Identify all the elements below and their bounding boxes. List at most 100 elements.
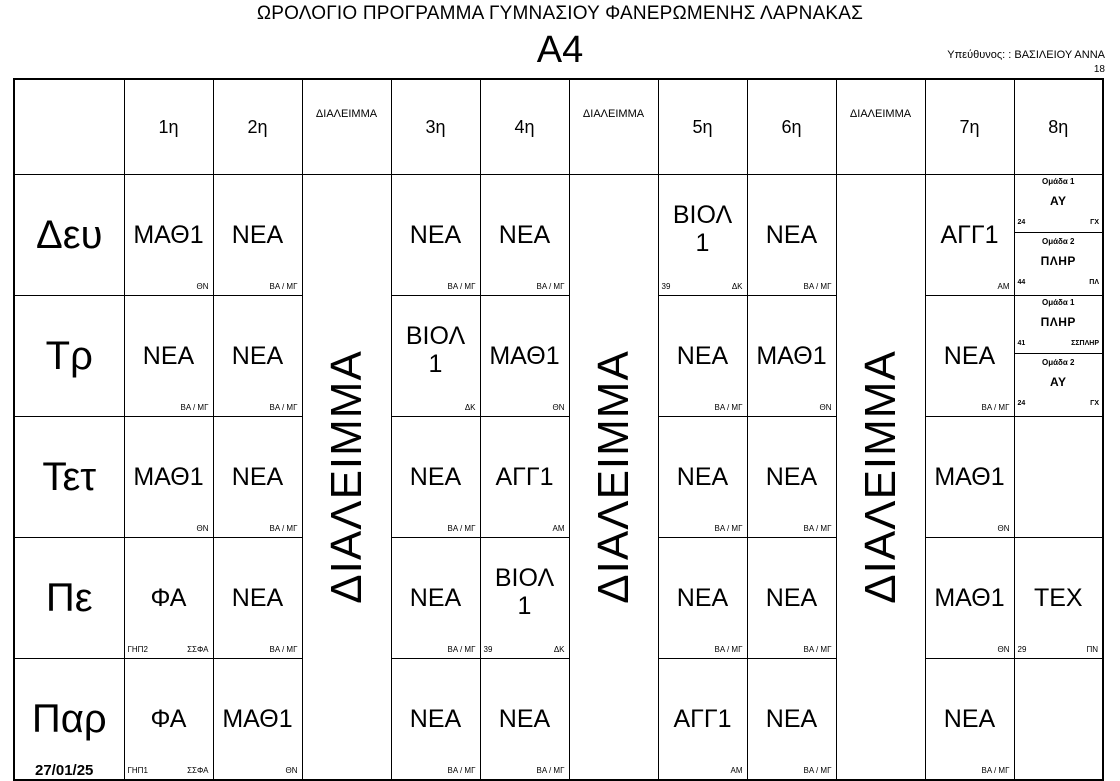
break-cell: ΔΙΑΛΕΙΜΜΑ xyxy=(835,174,926,781)
day-label: Παρ xyxy=(13,658,125,781)
teacher-code: ΒΑ / ΜΓ xyxy=(447,524,476,533)
teacher-code: ΣΣΦΑ xyxy=(187,766,209,775)
teacher-code: ΒΑ / ΜΓ xyxy=(981,766,1010,775)
subject-label: ΜΑΘ1 xyxy=(756,342,827,370)
group-room: 44 xyxy=(1017,279,1026,286)
lesson-cell: ΦΑ ΣΣΦΑ ΓΗΠ2 xyxy=(123,537,214,659)
period-header: 7η xyxy=(924,78,1015,175)
lesson-cell: ΝΕΑ ΒΑ / ΜΓ xyxy=(746,174,837,296)
room-code: 39 xyxy=(661,282,671,291)
subject-label: ΝΕΑ xyxy=(409,584,462,612)
group-teacher: ΣΣΠΛΗΡ xyxy=(1071,340,1099,347)
subject-label: ΝΕΑ xyxy=(409,463,462,491)
subject-label: ΜΑΘ1 xyxy=(222,705,293,733)
break-column-header: ΔΙΑΛΕΙΜΜΑ xyxy=(835,78,926,175)
lesson-cell: ΝΕΑ ΒΑ / ΜΓ xyxy=(924,658,1015,781)
period-header: 3η xyxy=(390,78,481,175)
subject-label: ΒΙΟΛ 1 xyxy=(672,201,733,257)
subject-label: ΝΕΑ xyxy=(231,584,284,612)
lesson-cell: ΝΕΑ ΒΑ / ΜΓ xyxy=(123,295,214,417)
subject-label: ΝΕΑ xyxy=(142,342,195,370)
subject-label: ΑΓΓ1 xyxy=(673,705,732,733)
lesson-cell: ΝΕΑ ΒΑ / ΜΓ xyxy=(390,416,481,538)
lesson-cell: ΝΕΑ ΒΑ / ΜΓ xyxy=(657,416,748,538)
subject-label: ΜΑΘ1 xyxy=(133,221,204,249)
class-name: Α4 xyxy=(536,29,584,71)
teacher-code: ΒΑ / ΜΓ xyxy=(536,766,565,775)
period-header: 2η xyxy=(212,78,303,175)
teacher-code: ΒΑ / ΜΓ xyxy=(269,282,298,291)
group-room: 24 xyxy=(1017,219,1026,226)
subject-label: ΝΕΑ xyxy=(498,221,551,249)
teacher-code: ΒΑ / ΜΓ xyxy=(536,282,565,291)
teacher-code: ΒΑ / ΜΓ xyxy=(981,403,1010,412)
room-code: ΓΗΠ2 xyxy=(127,645,148,654)
teacher-code: ΘΝ xyxy=(997,524,1010,533)
teacher-code: ΒΑ / ΜΓ xyxy=(714,524,743,533)
break-label: ΔΙΑΛΕΙΜΜΑ xyxy=(321,350,371,604)
teacher-code: ΑΜ xyxy=(552,524,565,533)
teacher-code: ΒΑ / ΜΓ xyxy=(447,645,476,654)
period-header: 1η xyxy=(123,78,214,175)
break-column-header: ΔΙΑΛΕΙΜΜΑ xyxy=(301,78,392,175)
class-room-number: 18 xyxy=(1093,64,1105,75)
break-cell: ΔΙΑΛΕΙΜΜΑ xyxy=(301,174,392,781)
break-cell: ΔΙΑΛΕΙΜΜΑ xyxy=(568,174,659,781)
subject-label: ΑΓΓ1 xyxy=(940,221,999,249)
group-teacher: ΓΧ xyxy=(1090,400,1099,407)
teacher-code: ΘΝ xyxy=(196,524,209,533)
subject-label: ΝΕΑ xyxy=(676,463,729,491)
period-header: 5η xyxy=(657,78,748,175)
subject-label: ΦΑ xyxy=(150,584,187,612)
teacher-code: ΒΑ / ΜΓ xyxy=(803,645,832,654)
day-label: Πε xyxy=(13,537,125,659)
lesson-cell xyxy=(1013,416,1104,538)
subject-label: ΝΕΑ xyxy=(231,463,284,491)
subject-label: ΝΕΑ xyxy=(943,705,996,733)
group-room: 24 xyxy=(1017,400,1026,407)
break-label: ΔΙΑΛΕΙΜΜΑ xyxy=(855,350,905,604)
teacher-code: ΒΑ / ΜΓ xyxy=(269,645,298,654)
lesson-cell: ΝΕΑ ΒΑ / ΜΓ xyxy=(212,537,303,659)
subject-label: ΝΕΑ xyxy=(676,342,729,370)
teacher-code: ΠΝ xyxy=(1086,645,1098,654)
corner-cell xyxy=(13,78,125,175)
teacher-code: ΘΝ xyxy=(196,282,209,291)
group-label: Ομάδα 1 xyxy=(1042,298,1075,307)
teacher-code: ΒΑ / ΜΓ xyxy=(803,282,832,291)
group-subject: ΠΛΗΡ xyxy=(1040,254,1076,268)
teacher-code: ΔΚ xyxy=(553,645,565,654)
teacher-code: ΘΝ xyxy=(552,403,565,412)
teacher-code: ΒΑ / ΜΓ xyxy=(803,524,832,533)
subject-label: ΝΕΑ xyxy=(409,221,462,249)
group-teacher: ΠΛ xyxy=(1089,279,1099,286)
subject-label: ΝΕΑ xyxy=(765,221,818,249)
group-subject: ΑΥ xyxy=(1049,194,1067,208)
subject-label: ΝΕΑ xyxy=(765,705,818,733)
teacher-code: ΒΑ / ΜΓ xyxy=(180,403,209,412)
group-teacher: ΓΧ xyxy=(1090,219,1099,226)
room-code: 29 xyxy=(1017,645,1027,654)
teacher-code: ΒΑ / ΜΓ xyxy=(714,645,743,654)
teacher-code: ΣΣΦΑ xyxy=(187,645,209,654)
